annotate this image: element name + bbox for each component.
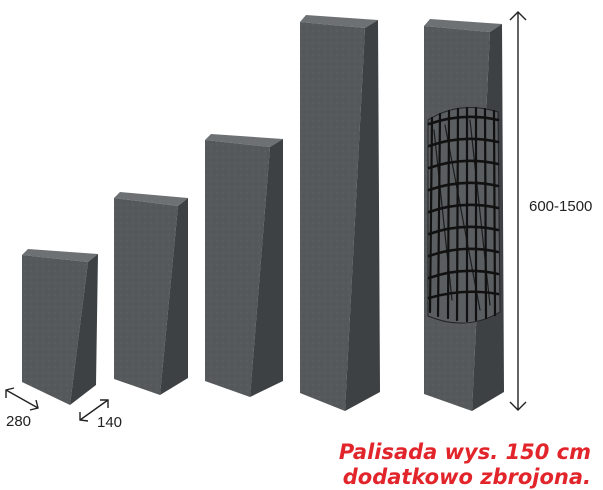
palisade-3 [205,134,283,397]
palisade-2 [114,192,188,395]
height-range-label: 600-1500 [529,198,593,215]
depth-label: 140 [97,414,123,431]
rebar-cage [427,106,500,323]
width-label: 280 [6,413,32,430]
note-line-1: Palisada wys. 150 cm [338,440,591,464]
height-dimension-arrow [509,11,527,411]
depth-dimension-arrow [79,399,109,422]
palisade-1 [22,249,98,405]
width-dimension-arrow [5,387,39,411]
palisade-4 [300,15,380,411]
reinforcement-note: Palisada wys. 150 cm dodatkowo zbrojona. [339,440,591,490]
note-line-2: dodatkowo zbrojona. [342,465,591,489]
reinforced-palisade [424,19,504,411]
